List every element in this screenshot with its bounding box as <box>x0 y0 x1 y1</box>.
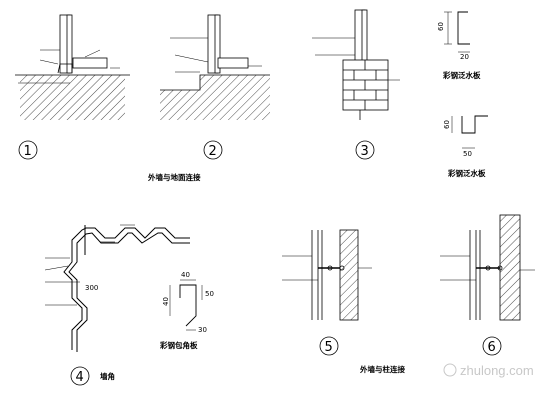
caption-wall-column: 外墙与柱连接 <box>360 364 405 374</box>
caption-corner-board: 彩钢包角板 <box>159 340 198 350</box>
flashing-2-width: 50 <box>463 150 472 158</box>
detail-number-4-circle <box>70 366 90 386</box>
caption-wall-ground: 外墙与地面连接 <box>148 172 201 182</box>
flashing-2-height: 60 <box>443 120 451 129</box>
detail-6-wall-column <box>440 214 535 321</box>
detail-number-4: 4 <box>76 370 84 385</box>
flashing-1-width: 20 <box>460 53 469 61</box>
detail-5-wall-column <box>282 229 372 321</box>
detail-number-1-circle <box>18 140 38 160</box>
flashing-board-1 <box>444 11 470 53</box>
corner-board-bottom-dim: 30 <box>198 326 207 334</box>
corner-board-right-dim: 50 <box>205 290 214 298</box>
caption-flashing-1: 彩钢泛水板 <box>442 70 481 80</box>
corner-rivet-dim: 300 <box>85 284 98 292</box>
detail-number-5-circle <box>319 336 339 356</box>
detail-2-wall-ground <box>160 14 270 120</box>
detail-number-3-circle <box>355 140 375 160</box>
flashing-board-2 <box>451 115 488 149</box>
watermark-logo: zhulong.com <box>443 363 534 378</box>
detail-number-6: 6 <box>488 340 496 355</box>
detail-3-wall-masonry <box>312 9 400 120</box>
flashing-1-height: 60 <box>437 22 445 31</box>
detail-number-2: 2 <box>209 144 217 159</box>
caption-wall-corner: 墙角 <box>100 371 115 381</box>
detail-4-wall-corner <box>44 224 190 352</box>
detail-number-1: 1 <box>24 144 32 159</box>
corner-board-top-dim: 40 <box>181 271 190 279</box>
detail-1-wall-ground <box>15 14 130 120</box>
corner-board-height-dim: 40 <box>162 297 170 306</box>
detail-number-2-circle <box>203 140 223 160</box>
detail-number-3: 3 <box>361 144 369 159</box>
detail-number-5: 5 <box>325 340 333 355</box>
caption-flashing-2: 彩钢泛水板 <box>447 168 486 178</box>
detail-number-6-circle <box>482 336 502 356</box>
watermark-text: zhulong.com <box>460 363 534 378</box>
corner-board-profile <box>169 279 203 331</box>
